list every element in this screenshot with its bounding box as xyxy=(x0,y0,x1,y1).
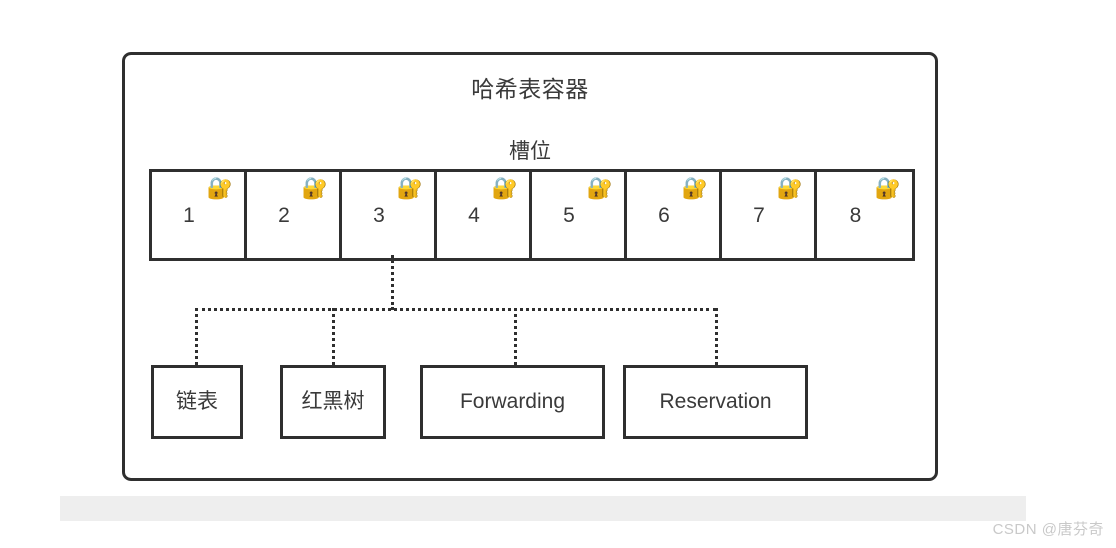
slot-row: 🔐 1 🔐 2 🔐 3 🔐 4 🔐 5 🔐 6 xyxy=(149,169,915,261)
connector-drop-3 xyxy=(514,308,517,365)
slot-cell-3[interactable]: 🔐 3 xyxy=(342,172,437,258)
slot-cell-4[interactable]: 🔐 4 xyxy=(437,172,532,258)
slot-number: 2 xyxy=(278,204,290,227)
slot-number: 5 xyxy=(563,204,575,227)
lock-icon: 🔐 xyxy=(586,176,613,200)
slot-number: 3 xyxy=(373,204,385,227)
connector-drop-2 xyxy=(332,308,335,365)
slot-cell-5[interactable]: 🔐 5 xyxy=(532,172,627,258)
node-type-box-linked-list[interactable]: 链表 xyxy=(151,365,243,439)
connector-drop-1 xyxy=(195,308,198,365)
lock-icon: 🔐 xyxy=(776,176,803,200)
slots-label: 槽位 xyxy=(509,140,551,163)
lock-icon: 🔐 xyxy=(396,176,423,200)
lock-icon: 🔐 xyxy=(301,176,328,200)
slot-number: 6 xyxy=(658,204,670,227)
lock-icon: 🔐 xyxy=(874,176,901,200)
slot-cell-6[interactable]: 🔐 6 xyxy=(627,172,722,258)
slot-number: 8 xyxy=(849,204,862,227)
slot-cell-1[interactable]: 🔐 1 xyxy=(152,172,247,258)
watermark: CSDN @唐芬奇 xyxy=(992,521,1104,538)
connector-horizontal-bus xyxy=(195,308,716,311)
slot-number: 4 xyxy=(468,204,480,227)
slot-cell-7[interactable]: 🔐 7 xyxy=(722,172,817,258)
slot-cell-8[interactable]: 🔐 8 xyxy=(817,172,912,258)
connector-drop-4 xyxy=(715,308,718,365)
slot-number: 1 xyxy=(183,204,195,227)
bottom-gray-strip xyxy=(60,496,1026,521)
node-type-box-reservation[interactable]: Reservation xyxy=(623,365,808,439)
node-type-box-forwarding[interactable]: Forwarding xyxy=(420,365,605,439)
node-type-box-red-black-tree[interactable]: 红黑树 xyxy=(280,365,386,439)
slot-cell-2[interactable]: 🔐 2 xyxy=(247,172,342,258)
hash-table-container: 哈希表容器 槽位 🔐 1 🔐 2 🔐 3 🔐 4 🔐 5 xyxy=(122,52,938,481)
container-title: 哈希表容器 xyxy=(471,76,589,102)
slot-number: 7 xyxy=(753,204,765,227)
lock-icon: 🔐 xyxy=(681,176,708,200)
connector-stem-from-slot-3 xyxy=(391,255,394,310)
lock-icon: 🔐 xyxy=(206,176,233,200)
lock-icon: 🔐 xyxy=(491,176,518,200)
